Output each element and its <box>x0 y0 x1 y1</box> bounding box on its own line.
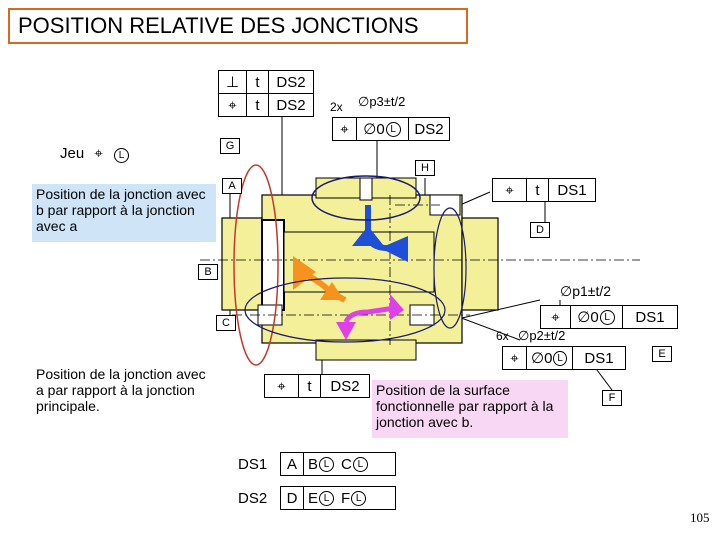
primary-datum: A <box>280 452 304 476</box>
frame-position-top: ⌖ t DS2 <box>218 93 314 117</box>
lmc-icon: L <box>352 456 368 472</box>
lmc-icon: L <box>351 490 367 506</box>
highlight-ellipses <box>233 164 467 366</box>
part-body <box>221 177 499 361</box>
tolerance-value: t <box>527 179 549 201</box>
tolerance-value: t <box>299 375 321 397</box>
datum-ref: DS2 <box>414 120 444 138</box>
perpendicularity-icon: ⊥ <box>219 71 247 93</box>
ref-box-h: H <box>415 160 435 176</box>
note-jonction-a: Position de la jonction avec a par rappo… <box>32 364 212 420</box>
lmc-icon: L <box>319 490 335 506</box>
lmc-icon: L <box>385 121 401 137</box>
count-2x: 2x <box>330 100 343 114</box>
note-surface: Position de la surface fonctionnelle par… <box>372 380 568 438</box>
ref-box-f: F <box>602 390 622 406</box>
position-icon: ⌖ <box>94 145 103 162</box>
page-number: 105 <box>690 510 710 525</box>
position-icon: ⌖ <box>265 375 299 397</box>
datum-ref: DS2 <box>276 96 306 114</box>
datum-ref: DS1 <box>584 349 614 367</box>
jeu-label: Jeu ⌖ L <box>60 145 130 163</box>
datum-name: DS2 <box>238 489 268 507</box>
position-icon: ⌖ <box>493 179 527 201</box>
blue-arrows <box>352 205 408 262</box>
lmc-icon: L <box>319 456 335 472</box>
lmc-icon: L <box>599 309 615 325</box>
frame-perpendicularity: ⊥ t DS2 <box>218 70 314 94</box>
ref-box-e: E <box>652 346 672 362</box>
ref-box-d: D <box>530 222 550 238</box>
lmc-icon: L <box>113 148 129 163</box>
ref-box-g: G <box>220 138 240 154</box>
ref-box-b: B <box>198 264 218 280</box>
position-icon: ⌖ <box>333 118 357 140</box>
position-icon: ⌖ <box>541 306 571 328</box>
diameter-p3: ∅p3±t/2 <box>358 94 406 109</box>
position-icon: ⌖ <box>219 94 247 116</box>
magenta-arrows <box>336 294 404 340</box>
count-6x: 6x <box>496 329 509 343</box>
lmc-icon: L <box>553 350 567 366</box>
datum-ref: DS2 <box>276 73 306 91</box>
note-jonction-b: Position de la jonction avec b par rappo… <box>32 184 216 242</box>
diameter-p2: ∅p2±t/2 <box>518 328 566 343</box>
diameter-p1: ∅p1±t/2 <box>560 283 612 299</box>
datum-ref: DS2 <box>330 377 360 395</box>
position-icon: ⌖ <box>503 347 527 369</box>
datum-ref: DS1 <box>557 181 587 199</box>
datum-name: DS1 <box>238 455 268 473</box>
primary-datum: D <box>280 486 304 510</box>
datum-ref: DS1 <box>635 308 665 326</box>
tolerance-value: t <box>247 94 269 116</box>
frame-position-ds2-bottom: ⌖ t DS2 <box>264 374 370 398</box>
ref-box-c: C <box>216 315 236 331</box>
ref-box-a: A <box>222 178 242 194</box>
tolerance-value: t <box>247 71 269 93</box>
frame-position-ds1: ⌖ t DS1 <box>492 178 596 202</box>
page-title: POSITION RELATIVE DES JONCTIONS <box>8 8 468 44</box>
